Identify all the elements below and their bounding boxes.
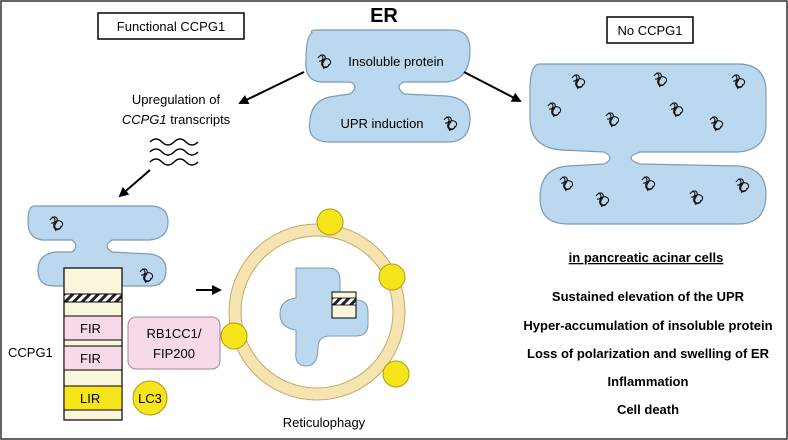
lc3-dot-left (220, 322, 248, 350)
autophagosome (220, 208, 410, 401)
no-ccpg1-title-box: No CCPG1 (606, 16, 694, 44)
effect-item: Hyper-accumulation of insoluble protein (523, 318, 772, 333)
effect-item: Sustained elevation of the UPR (552, 289, 745, 304)
lc3-label: LC3 (138, 391, 162, 406)
mrna-transcripts-icon (149, 138, 199, 166)
upr-induction-label: UPR induction (340, 116, 423, 131)
fir-label-2: FIR (80, 351, 101, 366)
upregulation-line2: CCPG1 transcripts (122, 112, 231, 127)
ccpg1-protein-bar: FIR FIR LIR (63, 267, 123, 421)
reticulophagy-label: Reticulophagy (283, 415, 366, 430)
lc3-dot-right (378, 263, 406, 291)
functional-ccpg1-title: Functional CCPG1 (117, 19, 225, 34)
no-ccpg1-title: No CCPG1 (617, 23, 682, 38)
fip200-label: FIP200 (153, 346, 195, 361)
er-right-swollen (529, 63, 767, 225)
lc3-circle: LC3 (132, 380, 168, 416)
cell-type-label: in pancreatic acinar cells (569, 250, 724, 265)
transcripts-text: transcripts (167, 112, 231, 127)
effect-item: Inflammation (608, 374, 689, 389)
fir-domain-1 (63, 315, 123, 341)
fir-domain-2 (63, 345, 123, 371)
insoluble-protein-label: Insoluble protein (348, 54, 443, 69)
arrow-to-upregulation (238, 71, 305, 105)
functional-ccpg1-title-box: Functional CCPG1 (97, 12, 245, 40)
effects-list: Sustained elevation of the UPR Hyper-acc… (523, 289, 772, 417)
lir-domain (63, 385, 123, 411)
ccpg1-italic: CCPG1 (122, 112, 167, 127)
arrow-to-no-ccpg1 (463, 71, 522, 102)
ccpg1-label: CCPG1 (8, 345, 53, 360)
effect-item: Loss of polarization and swelling of ER (527, 346, 770, 361)
effect-item: Cell death (617, 402, 679, 417)
upregulation-text: Upregulation of CCPG1 transcripts (122, 92, 231, 127)
lc3-dot-bottom (382, 360, 410, 388)
er-title: ER (370, 5, 398, 27)
fir-label-1: FIR (80, 321, 101, 336)
rb1cc1-fip200-box: RB1CC1/ FIP200 (127, 316, 221, 370)
lc3-dot-top (316, 208, 344, 236)
er-top-center: Insoluble protein UPR induction (305, 29, 471, 143)
rb1cc1-label: RB1CC1/ (147, 326, 202, 341)
arrow-to-ccpg1-er (118, 169, 151, 198)
lir-label: LIR (80, 391, 100, 406)
er-left-ccpg1 (27, 205, 169, 287)
upregulation-line1: Upregulation of (132, 92, 221, 107)
